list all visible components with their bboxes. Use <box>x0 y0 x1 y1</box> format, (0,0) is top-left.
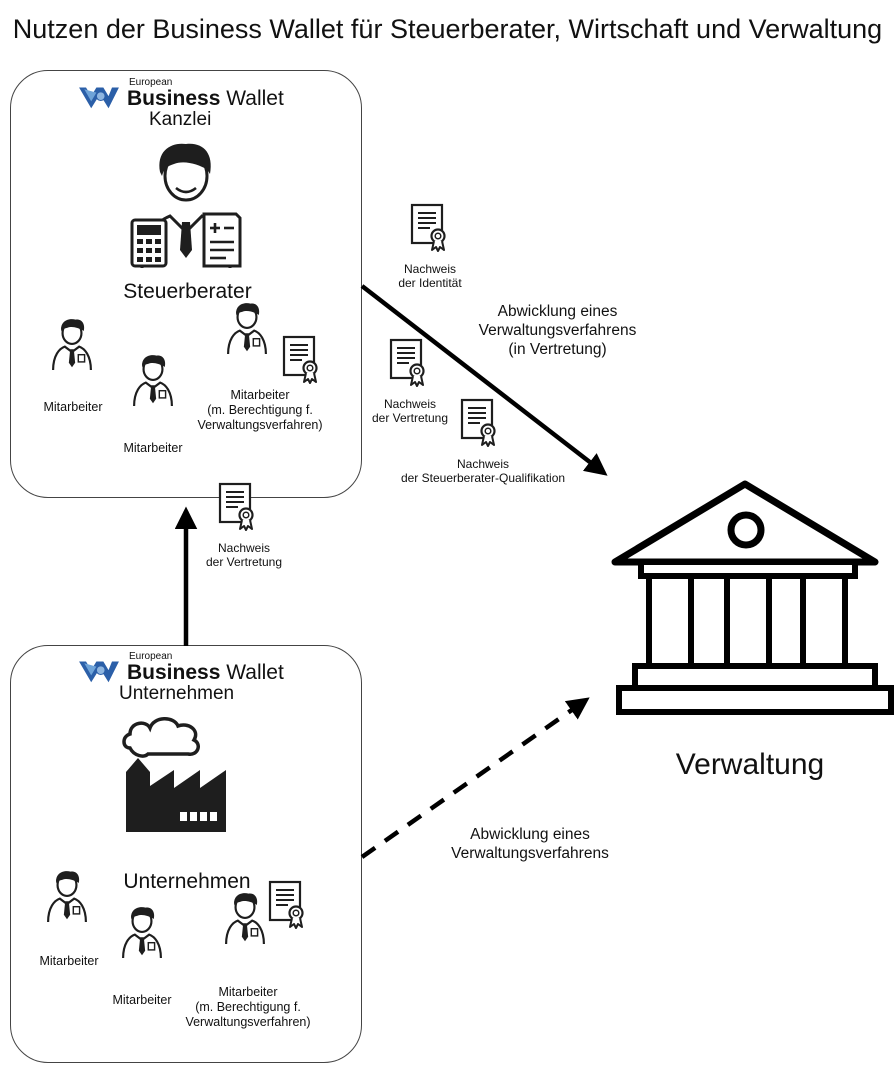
represented-procedure-label: Abwicklung eines Verwaltungsverfahrens (… <box>478 303 637 358</box>
qualification-credential-label: Nachweis der Steuerberater-Qualifikation <box>400 457 566 485</box>
tax-advisor-label: Steuerberater <box>123 280 252 303</box>
government-building-icon <box>611 480 894 715</box>
authorized-employee-label: Mitarbeiter (m. Berechtigung f. Verwaltu… <box>197 388 323 432</box>
wallet-logo-icon <box>75 84 123 110</box>
authority-label: Verwaltung <box>675 748 825 781</box>
qualification-certificate-icon <box>460 398 500 448</box>
business-wallet-logo-kanzlei: European Business Wallet <box>75 77 284 110</box>
employee-label: Mitarbeiter <box>43 400 103 414</box>
factory-icon <box>122 717 226 832</box>
representation-certificate-icon <box>218 482 258 532</box>
kanzlei-label: Kanzlei <box>149 109 212 130</box>
representation-certificate-icon <box>389 338 429 388</box>
employee-label: Mitarbeiter <box>123 441 183 455</box>
company-label: Unternehmen <box>119 683 235 704</box>
diagram-title: Nutzen der Business Wallet für Steuerber… <box>12 14 883 44</box>
kanzlei-wallet-box <box>10 70 362 498</box>
business-wallet-logo-company: European Business Wallet <box>75 651 284 684</box>
tax-advisor-icon <box>130 143 242 269</box>
certificate-icon <box>268 880 308 930</box>
employee-icon <box>115 904 169 958</box>
authorized-employee-label: Mitarbeiter (m. Berechtigung f. Verwaltu… <box>185 985 311 1029</box>
logo-wordmark: Business Wallet <box>127 87 284 110</box>
certificate-icon <box>282 335 322 385</box>
representation-credential-label: Nachweis der Vertretung <box>205 541 283 569</box>
company-wallet-box <box>10 645 362 1063</box>
representation-credential-label: Nachweis der Vertretung <box>371 397 449 425</box>
employee-icon <box>40 868 94 922</box>
employee-label: Mitarbeiter <box>112 993 172 1007</box>
company-role-label: Unternehmen <box>123 870 251 893</box>
logo-prefix: European <box>129 77 173 88</box>
authorized-employee-icon <box>218 890 272 944</box>
employee-icon <box>126 352 180 406</box>
employee-label: Mitarbeiter <box>39 954 99 968</box>
logo-prefix: European <box>129 651 173 662</box>
wallet-logo-icon <box>75 658 123 684</box>
identity-certificate-icon <box>410 203 450 253</box>
direct-procedure-label: Abwicklung eines Verwaltungsverfahrens <box>451 826 609 862</box>
identity-credential-label: Nachweis der Identität <box>398 262 462 290</box>
employee-icon <box>45 316 99 370</box>
authorized-employee-icon <box>220 300 274 354</box>
logo-wordmark: Business Wallet <box>127 661 284 684</box>
